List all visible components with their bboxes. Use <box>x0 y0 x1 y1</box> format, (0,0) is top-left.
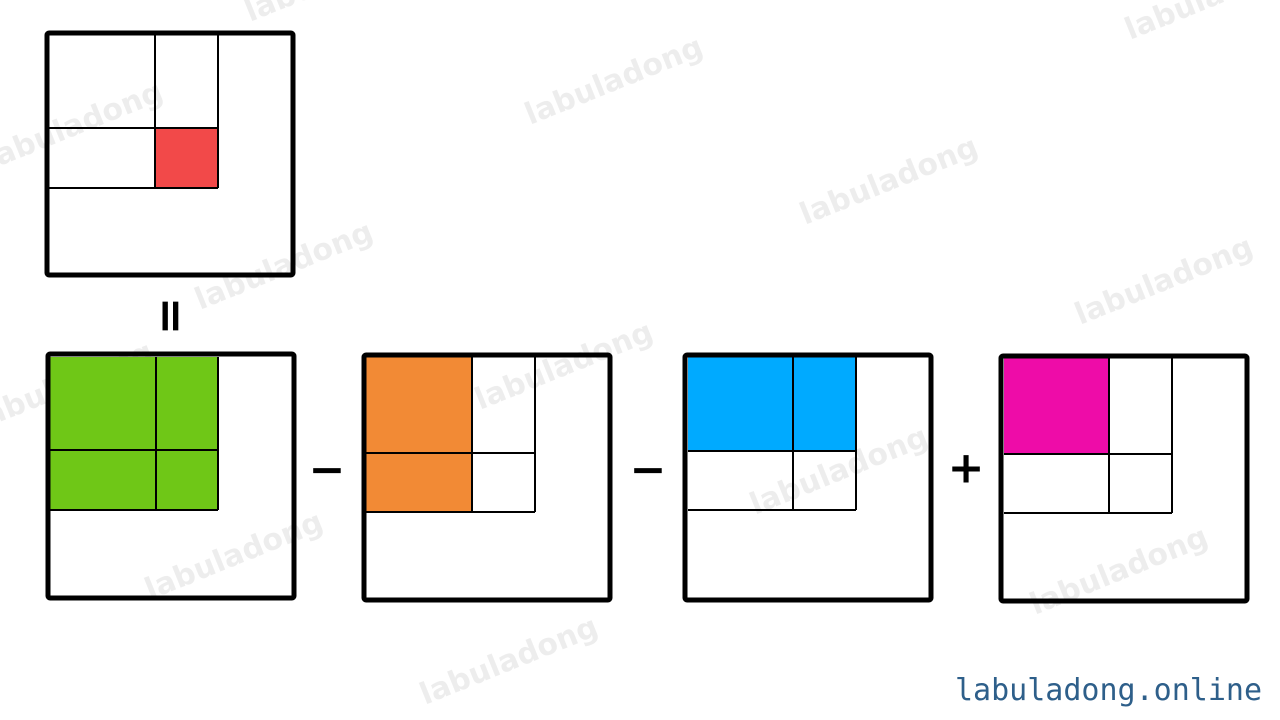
green-prefix-matrix <box>45 351 297 601</box>
orange-prefix-matrix <box>361 352 613 603</box>
minus-sign: − <box>309 445 346 496</box>
magenta-prefix-matrix <box>998 353 1250 604</box>
blue-region <box>688 357 856 451</box>
watermark: labuladong <box>520 29 708 132</box>
watermark: labuladong <box>795 129 983 232</box>
matrix-frame <box>682 352 934 603</box>
watermark: labuladong <box>415 609 603 712</box>
watermark: labuladong <box>240 0 428 29</box>
watermark: labuladong <box>140 504 328 607</box>
green-region <box>50 357 218 510</box>
watermark: labuladong <box>1070 229 1258 332</box>
target-cell <box>155 128 218 188</box>
watermark: labuladong <box>190 214 378 317</box>
orange-region <box>366 357 472 512</box>
matrix-frame <box>45 351 297 601</box>
magenta-region <box>1004 358 1109 454</box>
matrix-frame <box>361 352 613 603</box>
watermark: labuladong <box>1025 519 1213 622</box>
matrix-frame <box>998 353 1250 604</box>
equals-operator: = <box>145 297 199 336</box>
blue-prefix-matrix <box>682 352 934 603</box>
watermark: labuladong <box>470 314 658 417</box>
equals-sign: = <box>145 297 199 336</box>
matrix-frame <box>44 30 296 278</box>
target-matrix <box>44 30 296 278</box>
watermark: labuladong <box>0 74 168 177</box>
watermark: labuladong <box>1120 0 1280 47</box>
minus-sign: − <box>630 445 667 496</box>
brand-label: labuladong.online <box>954 673 1262 708</box>
plus-sign: + <box>948 443 985 494</box>
